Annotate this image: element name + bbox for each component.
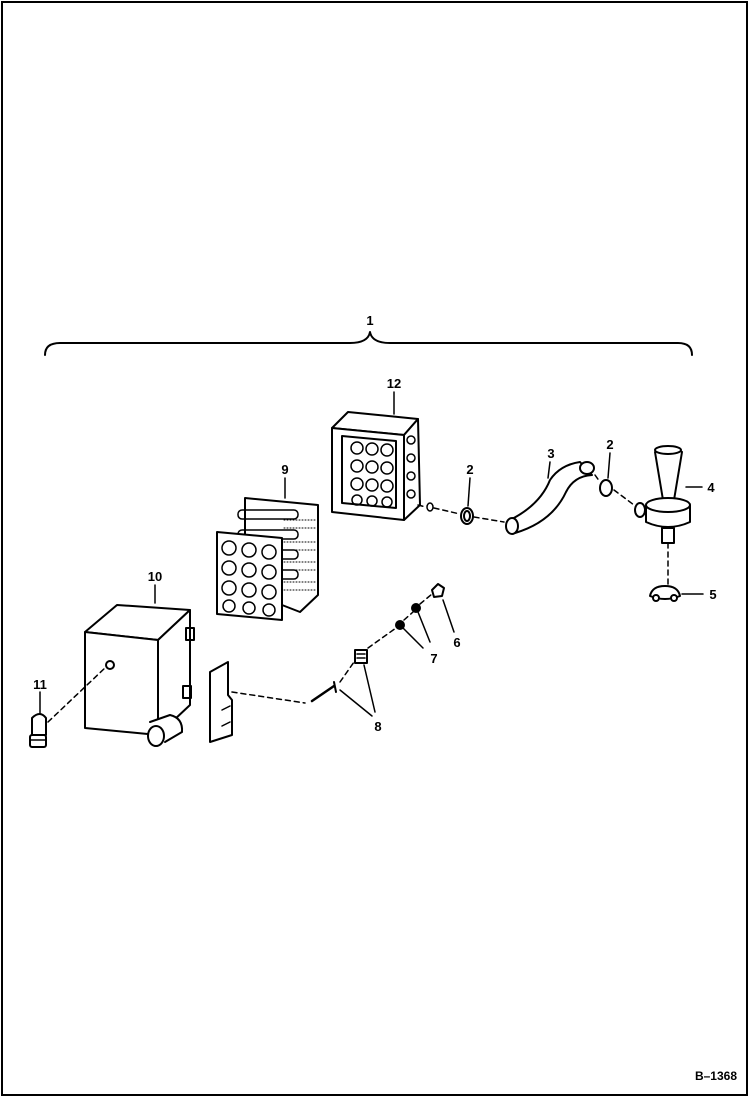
washer-part [411,603,421,613]
callout-11: 11 [33,677,47,692]
callout-9: 9 [281,462,288,477]
heater-core-frame-part [331,411,421,521]
hose-clamp-part [460,507,474,525]
callout-12: 12 [387,376,401,391]
callout-2-left: 2 [466,462,473,477]
callout-2-right: 2 [606,437,613,452]
elbow-fitting-part [29,713,47,748]
callout-4: 4 [707,480,715,495]
callout-8: 8 [374,719,381,734]
valve-clamp-part [649,585,681,602]
callout-10: 10 [148,569,162,584]
nut-part [395,620,405,630]
mounting-clip-part [354,649,368,664]
bolt-part [310,684,336,703]
assembly-center-lines [47,474,669,723]
heater-housing-part [84,604,233,747]
bracket-part [431,583,445,598]
figure-reference: B–1368 [694,1069,737,1083]
assembly-brace [44,331,693,356]
callout-5: 5 [709,587,716,602]
small-o-ring [426,502,434,512]
callout-3: 3 [547,446,554,461]
callout-1: 1 [366,313,373,328]
callout-7: 7 [430,651,437,666]
hose-clamp-part [599,479,613,497]
callout-6: 6 [453,635,460,650]
heater-hose-part [505,461,595,535]
bolt-head [333,681,337,693]
water-valve-part [634,445,691,544]
heater-core-part [216,497,319,621]
leader-lines [39,391,704,717]
